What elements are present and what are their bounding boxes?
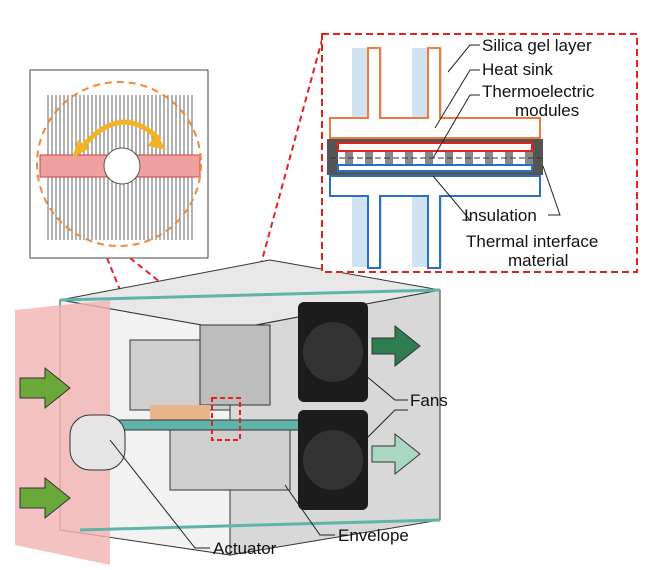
label-envelope: Envelope bbox=[338, 526, 409, 545]
air-out-arrow-icon bbox=[371, 432, 421, 476]
label-silica-gel: Silica gel layer bbox=[482, 36, 592, 55]
air-out-arrow-icon bbox=[371, 324, 421, 368]
air-in-arrow-icon bbox=[19, 366, 71, 410]
label-actuator: Actuator bbox=[213, 539, 277, 558]
rotation-arrow-icon bbox=[78, 119, 162, 152]
label-tim-2: material bbox=[508, 251, 568, 270]
hot-heat-sink bbox=[329, 47, 541, 139]
label-te-2: modules bbox=[515, 101, 579, 120]
detail-inset bbox=[321, 33, 638, 273]
label-te-1: Thermoelectric bbox=[482, 82, 595, 101]
rotation-inset: /* placeholder */ bbox=[29, 69, 209, 259]
envelope-box bbox=[15, 259, 441, 565]
label-insulation: Insulation bbox=[464, 206, 537, 225]
label-heat-sink: Heat sink bbox=[482, 60, 553, 79]
air-in-arrow-icon bbox=[19, 476, 71, 520]
label-tim-1: Thermal interface bbox=[466, 232, 598, 251]
te-pellet bbox=[405, 152, 413, 164]
cold-heat-sink bbox=[329, 175, 541, 269]
label-fans: Fans bbox=[410, 391, 448, 410]
te-pellet bbox=[505, 152, 513, 164]
actuator bbox=[69, 414, 126, 471]
detail-marker bbox=[211, 397, 241, 441]
